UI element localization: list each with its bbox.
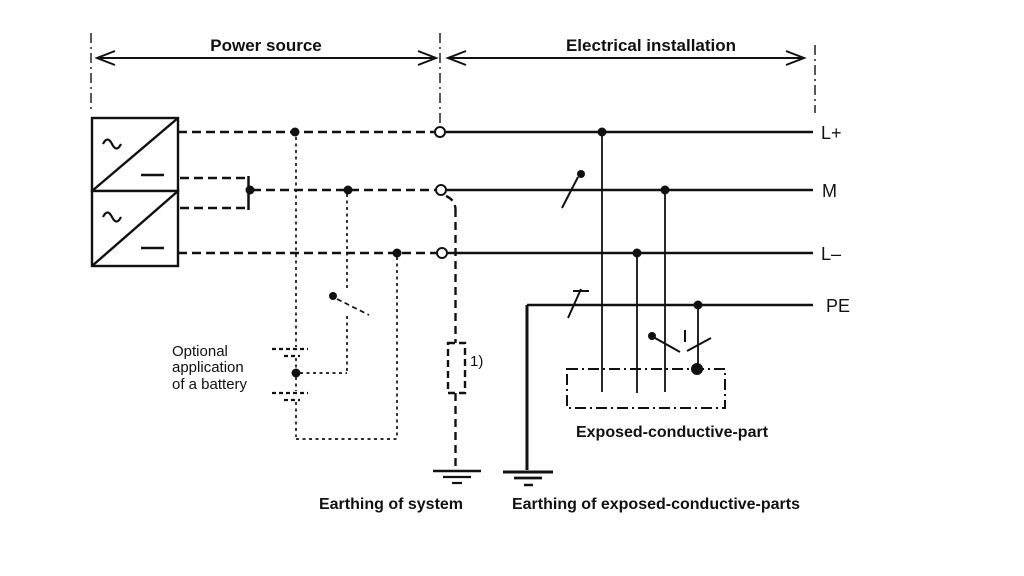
battery-tap-dot — [291, 368, 301, 378]
junction-dot — [245, 185, 255, 195]
earthing-exposed-caption: Earthing of exposed-conductive-parts — [512, 496, 800, 513]
junction-dots — [245, 127, 703, 378]
m-earth-curve — [445, 194, 457, 210]
junction-dot — [343, 185, 353, 195]
junction-dot — [597, 127, 607, 137]
arrowhead-right-icon — [417, 50, 439, 66]
terminal-node-icon — [434, 126, 446, 138]
junction-dot — [660, 185, 670, 195]
pe-earthing — [503, 305, 553, 487]
terminal-node-icon — [435, 184, 447, 196]
power-source-title: Power source — [210, 36, 322, 55]
earth-ground-icon — [433, 469, 481, 485]
battery-switch-blade — [336, 298, 370, 316]
battery-note-line1: Optional — [172, 343, 228, 360]
ac-dc-converter-icon — [90, 116, 180, 268]
earthing-impedance-icon — [446, 341, 467, 395]
span-arrows — [94, 50, 807, 66]
l-minus-label: L– — [821, 244, 841, 264]
battery-branch — [272, 137, 398, 440]
source-conductors — [178, 130, 437, 255]
exposed-part-label: Exposed-conductive-part — [576, 424, 769, 441]
converter-diagonal — [91, 117, 179, 192]
earthing-system-caption: Earthing of system — [319, 496, 463, 513]
battery-note-line3: of a battery — [172, 376, 248, 393]
converter-diagonal — [91, 190, 179, 267]
link-symbols — [561, 170, 712, 353]
battery-note-line2: application — [172, 359, 244, 376]
arrowhead-right-icon — [785, 50, 807, 66]
section-boundaries — [90, 33, 816, 126]
installation-buses — [446, 130, 813, 307]
junction-dot — [290, 127, 300, 137]
pe-line-slash-icon — [567, 288, 582, 319]
electrical-installation-title: Electrical installation — [566, 36, 736, 55]
junction-dot — [632, 248, 642, 258]
arrowhead-left-icon — [445, 50, 467, 66]
ac-tilde-icon — [102, 211, 122, 223]
junction-dot — [392, 248, 402, 258]
ac-tilde-icon — [102, 138, 122, 150]
m-line-slash-icon — [561, 176, 579, 209]
battery-switch-pivot-dot — [329, 292, 337, 300]
m-line-slash-dot — [577, 170, 585, 178]
arrowhead-left-icon — [94, 50, 116, 66]
exposed-part-bond-dot — [691, 363, 703, 375]
system-earthing — [433, 194, 481, 485]
boundary-terminals — [434, 126, 448, 259]
l-plus-label: L+ — [821, 123, 842, 143]
m-label: M — [822, 181, 837, 201]
earth-ground-icon — [503, 470, 553, 487]
exposed-conductive-part-box — [566, 368, 726, 409]
battery-icon — [272, 347, 308, 402]
branch-slash-dot — [648, 332, 656, 340]
pe-branch-slash-icon — [686, 337, 712, 352]
terminal-node-icon — [436, 247, 448, 259]
branch-slash-icon — [654, 337, 681, 353]
junction-dot — [693, 300, 703, 310]
impedance-ref-label: 1) — [470, 353, 483, 370]
branch-drops — [601, 132, 699, 393]
pe-label: PE — [826, 296, 850, 316]
